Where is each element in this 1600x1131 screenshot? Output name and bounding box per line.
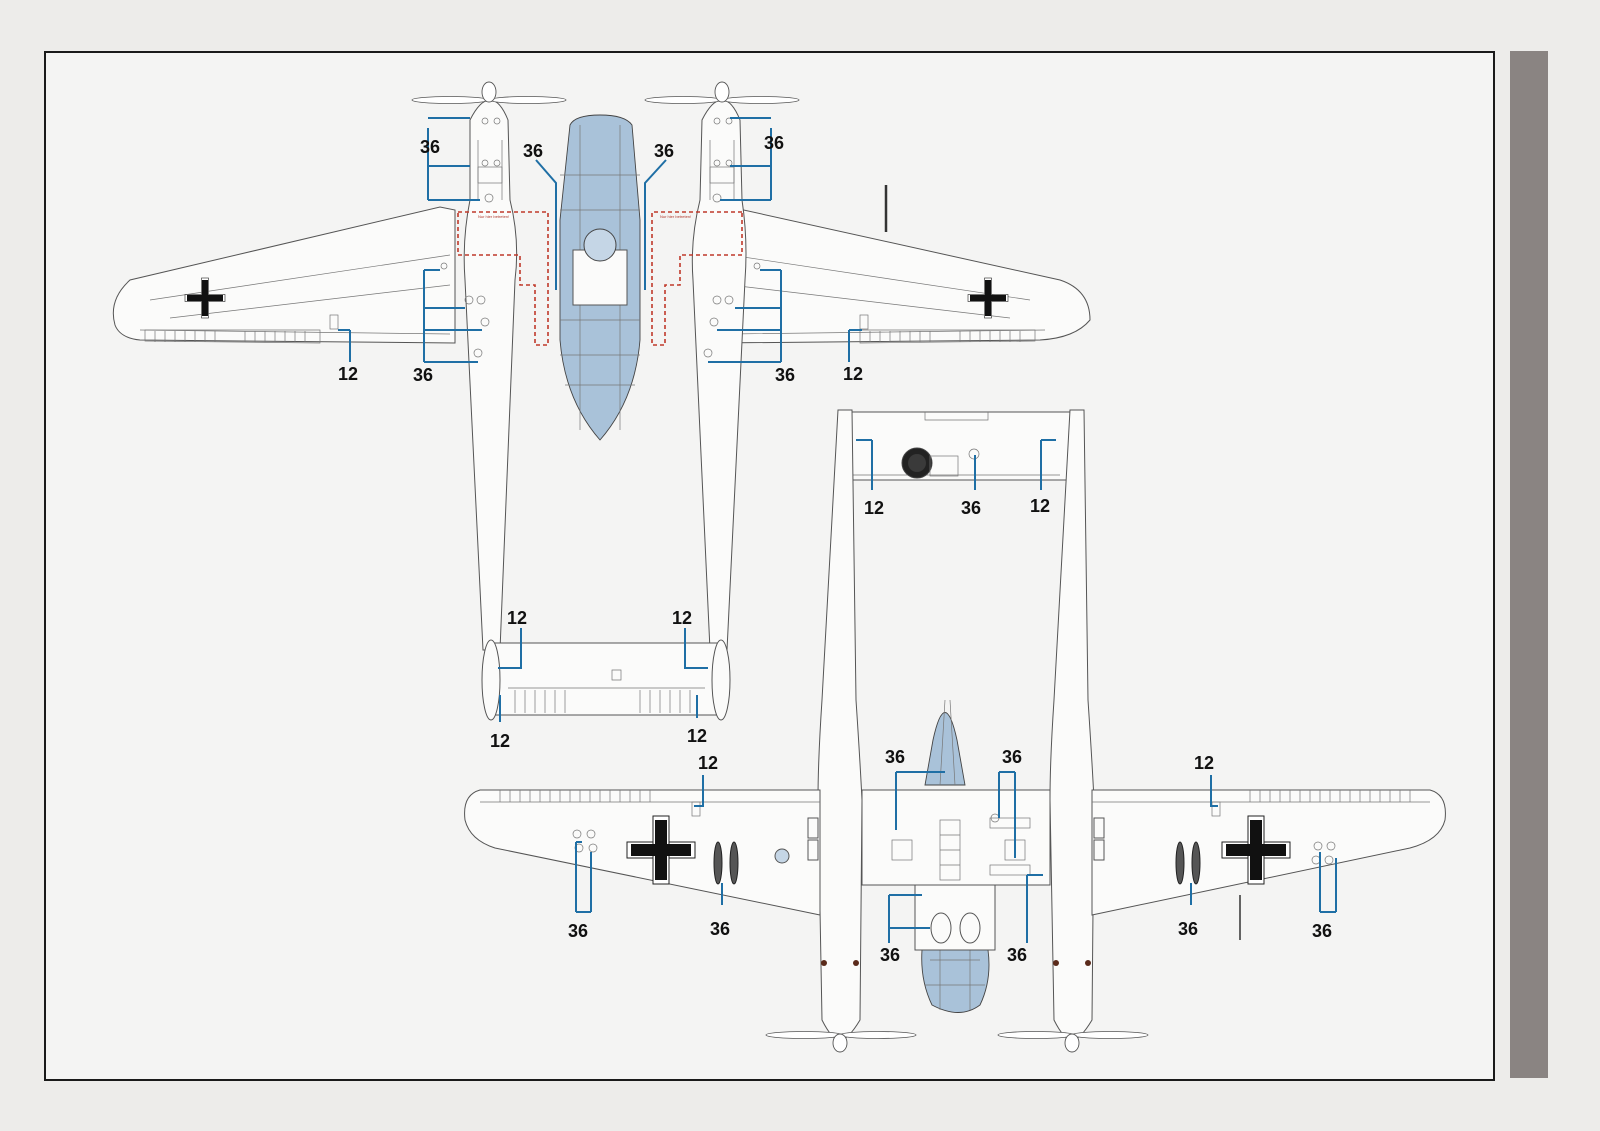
callout-12: 12 bbox=[490, 731, 510, 751]
no-step-outline-left bbox=[457, 211, 549, 346]
top-aileron-right bbox=[859, 329, 1036, 344]
canopy-icon bbox=[921, 949, 990, 1013]
bomb-rack-right bbox=[1175, 841, 1201, 885]
callout-36: 36 bbox=[710, 919, 730, 939]
top-aileron-left bbox=[144, 329, 321, 344]
callout-36: 36 bbox=[1178, 919, 1198, 939]
svg-text:Nur hier betreten!: Nur hier betreten! bbox=[478, 214, 509, 219]
callout-36: 36 bbox=[654, 141, 674, 161]
balkenkreuz-icon bbox=[626, 815, 696, 885]
callout-12: 12 bbox=[864, 498, 884, 518]
callout-36: 36 bbox=[413, 365, 433, 385]
bottom-tailplane bbox=[837, 411, 1073, 481]
no-step-outline-right bbox=[651, 211, 743, 346]
bomb-rack-left bbox=[713, 841, 739, 885]
page-edge-bar bbox=[1510, 51, 1548, 1078]
bottom-right-boom bbox=[1049, 409, 1095, 1041]
bottom-center-section bbox=[861, 789, 1051, 886]
top-wing bbox=[112, 206, 1091, 344]
callout-36: 36 bbox=[1312, 921, 1332, 941]
callout-36: 36 bbox=[1002, 747, 1022, 767]
propeller-icon bbox=[411, 81, 567, 104]
callout-36: 36 bbox=[885, 747, 905, 767]
callout-12: 12 bbox=[1194, 753, 1214, 773]
balkenkreuz-icon bbox=[1221, 815, 1291, 885]
callout-12: 12 bbox=[687, 726, 707, 746]
balkenkreuz-icon bbox=[184, 277, 226, 319]
callout-12: 12 bbox=[672, 608, 692, 628]
propeller-icon bbox=[765, 1031, 917, 1053]
callout-36: 36 bbox=[420, 137, 440, 157]
callout-36: 36 bbox=[961, 498, 981, 518]
balkenkreuz-icon bbox=[967, 277, 1009, 319]
callout-36: 36 bbox=[764, 133, 784, 153]
callout-12: 12 bbox=[507, 608, 527, 628]
callout-36: 36 bbox=[775, 365, 795, 385]
callout-12: 12 bbox=[1030, 496, 1050, 516]
callout-36: 36 bbox=[568, 921, 588, 941]
top-left-boom bbox=[463, 99, 518, 651]
callout-36: 36 bbox=[880, 945, 900, 965]
callout-12: 12 bbox=[338, 364, 358, 384]
bottom-view: 12 36 12 12 36 36 12 36 36 36 36 36 36 bbox=[464, 409, 1446, 1053]
callout-12: 12 bbox=[843, 364, 863, 384]
svg-text:Nur hier betreten!: Nur hier betreten! bbox=[660, 214, 691, 219]
callout-36: 36 bbox=[523, 141, 543, 161]
bottom-wing bbox=[464, 789, 1446, 916]
top-view: Nur hier betreten! Nur hier betreten! 36… bbox=[112, 81, 1091, 751]
propeller-icon bbox=[997, 1031, 1149, 1053]
propeller-icon bbox=[644, 81, 800, 104]
top-right-boom bbox=[691, 99, 747, 651]
callout-12: 12 bbox=[698, 753, 718, 773]
callout-36: 36 bbox=[1007, 945, 1027, 965]
bottom-left-boom bbox=[817, 409, 863, 1041]
